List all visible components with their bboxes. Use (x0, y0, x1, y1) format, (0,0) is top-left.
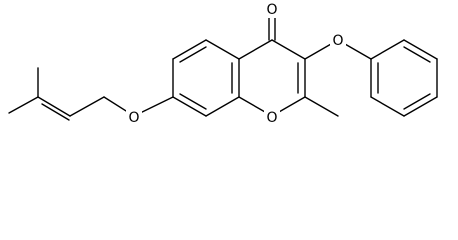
bond-ph-4 (403, 96, 438, 117)
phenoxy-group (304, 39, 438, 117)
bond-ch-ch2 (69, 96, 105, 117)
bond-c6-c5 (172, 39, 207, 60)
bond-c2-methyl (304, 96, 339, 117)
bond-ph-inner-1 (403, 46, 431, 63)
carbonyl-oxygen-label: O (266, 2, 277, 18)
bond-ph-inner-2 (403, 93, 431, 110)
bond-inner-c6c5 (179, 46, 207, 63)
bond-ph-2 (403, 39, 438, 60)
bond-ph-1 (370, 39, 405, 60)
bond-methyl-left (8, 96, 39, 114)
bond-ph-5 (370, 96, 405, 117)
bond-c5-c4a (205, 39, 240, 60)
bond-c8a-c8 (205, 96, 240, 117)
benzo-ring (172, 39, 240, 117)
pyranone-ring (238, 12, 339, 117)
phenoxy-oxygen: O (330, 33, 346, 49)
bond-c-ch (37, 96, 71, 117)
bond-double-inner (41, 103, 70, 121)
ring-oxygen-label: O (266, 110, 277, 126)
bond-c4-c3 (271, 39, 306, 60)
ether-oxygen-label: O (128, 110, 139, 126)
chemical-structure-diagram: O O O O (8, 2, 438, 126)
bond-c4a-c4 (238, 39, 273, 60)
atom-labels: O O O O (126, 2, 346, 126)
ether-oxygen: O (126, 110, 142, 126)
phenoxy-oxygen-label: O (332, 33, 343, 49)
bond-c8-c7 (172, 96, 207, 117)
prenyl-chain (8, 67, 174, 121)
bond-inner-c8-c7 (179, 93, 207, 110)
ring-oxygen: O (264, 110, 280, 126)
carbonyl-oxygen: O (264, 2, 280, 18)
